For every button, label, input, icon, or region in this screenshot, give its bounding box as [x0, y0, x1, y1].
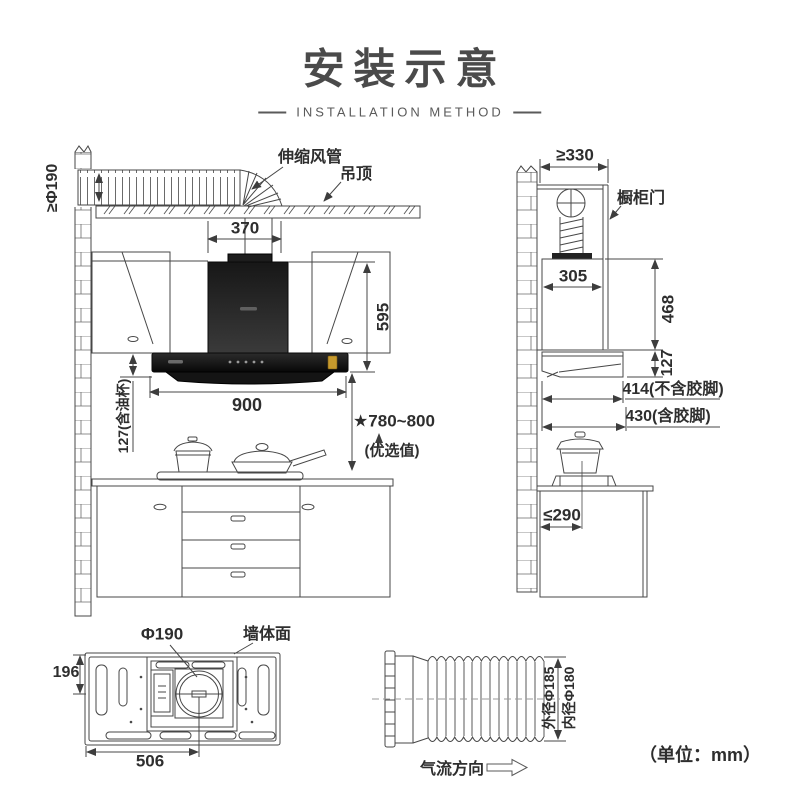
subtitle-text: INSTALLATION METHOD — [296, 104, 504, 120]
label-airflow-direction: 气流方向 — [419, 761, 485, 778]
dim-body-height-front: 127(含油杯) — [115, 378, 131, 454]
dim-depth-excl-feet: 414(不含胶脚) — [622, 381, 724, 398]
dim-stove-offset: ≤290 — [543, 505, 581, 525]
duct-detail-drawing — [372, 650, 566, 777]
hood-logo — [168, 360, 183, 364]
dim-topview-width: 506 — [135, 751, 165, 771]
dim-hood-width: 900 — [231, 395, 263, 415]
front-view-drawing — [73, 145, 421, 617]
unit-note: （单位：mm） — [638, 745, 762, 765]
dim-topview-depth: 196 — [52, 664, 80, 681]
dim-hood-height: 595 — [373, 302, 393, 332]
dim-duct-min-diameter: ≥Φ190 — [44, 163, 61, 213]
airflow-arrow-icon — [486, 758, 529, 777]
dim-chimney-width: 370 — [230, 218, 260, 238]
dim-depth-incl-feet: 430(含胶脚) — [625, 408, 711, 425]
hood-control-buttons — [228, 360, 264, 364]
label-cabinet-door: 橱柜门 — [616, 190, 666, 207]
subtitle-right-dash — [513, 111, 542, 113]
dim-body-height-side: 127 — [659, 349, 676, 377]
label-flex-duct: 伸缩风管 — [277, 149, 343, 166]
dim-duct-inner-diameter: 内径Φ180 — [561, 666, 577, 730]
dim-top-clearance: ≥330 — [556, 145, 594, 165]
dim-duct-outer-diameter: 外径Φ185 — [541, 666, 557, 730]
dim-install-height: ★780~800 — [353, 411, 435, 431]
label-ceiling: 吊顶 — [339, 166, 373, 183]
label-wall-face: 墙体面 — [242, 626, 292, 643]
side-view-drawing — [516, 159, 720, 598]
dim-chimney-depth: 305 — [558, 266, 588, 286]
page-title: 安装示意 — [302, 45, 507, 93]
dim-chimney-height: 468 — [658, 294, 678, 324]
page-subtitle: INSTALLATION METHOD — [258, 104, 542, 120]
subtitle-left-dash — [258, 111, 287, 113]
dim-outlet-diameter: Φ190 — [140, 624, 184, 644]
energy-badge — [327, 355, 338, 370]
note-preferred-value: (优选值) — [364, 442, 420, 460]
top-view-drawing — [73, 642, 281, 757]
